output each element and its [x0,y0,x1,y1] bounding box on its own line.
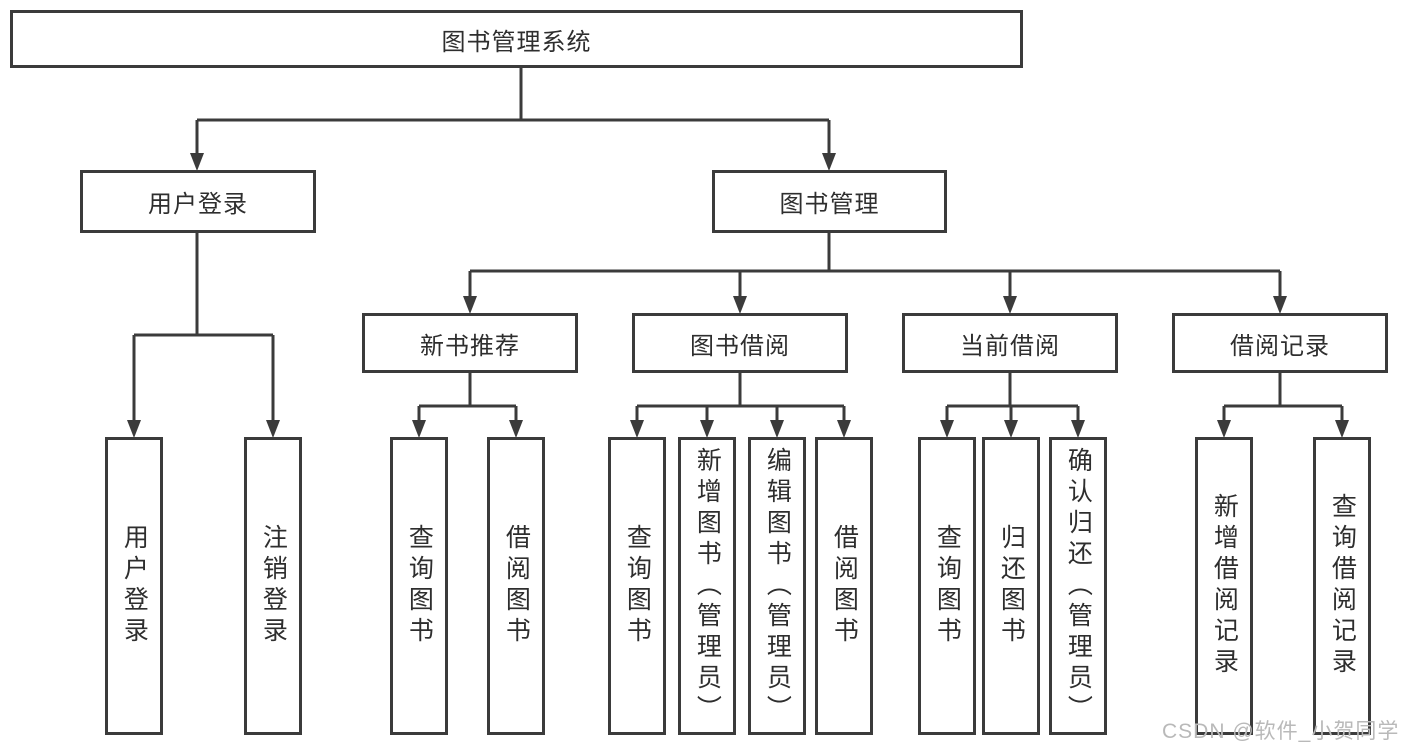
arrowhead [770,420,784,438]
connector-current-to-leaves [945,373,1080,424]
arrowhead [940,420,954,438]
node-label: 编辑图书（管理员） [763,446,792,726]
node-book-management-branch: 图书管理 [712,170,947,233]
node-label: 图书借阅 [690,332,790,360]
connector-userlogin-to-leaves [132,233,275,424]
node-recommend-query-books: 查询图书 [390,437,448,735]
node-borrow-borrow-books: 借阅图书 [815,437,873,735]
node-borrow-add-books-admin: 新增图书（管理员） [678,437,736,735]
node-borrowing-records: 借阅记录 [1172,313,1388,373]
node-label: 当前借阅 [960,332,1060,360]
node-label: 借阅图书 [502,524,531,648]
arrowhead [509,420,523,438]
connector-borrow-to-leaves [635,373,846,424]
arrowhead [1273,296,1287,314]
node-borrow-query-books: 查询图书 [608,437,666,735]
node-label: 注销登录 [259,524,288,648]
arrowhead [266,420,280,438]
connector-records-to-leaves [1222,373,1344,424]
node-label: 归还图书 [997,524,1026,648]
connector-bookmgmt-to-level3 [468,233,1282,300]
connector-root-to-level2 [195,68,831,158]
node-label: 用户登录 [120,524,149,648]
node-records-add-record: 新增借阅记录 [1195,437,1253,735]
arrowhead [463,296,477,314]
node-borrow-edit-books-admin: 编辑图书（管理员） [748,437,806,735]
arrowhead [1217,420,1231,438]
node-current-borrowing: 当前借阅 [902,313,1118,373]
node-current-query-books: 查询图书 [918,437,976,735]
node-label: 新书推荐 [420,332,520,360]
node-label: 查询图书 [405,524,434,648]
arrowhead [630,420,644,438]
arrowhead [1335,420,1349,438]
node-label: 确认归还（管理员） [1064,446,1093,726]
node-label: 图书管理 [779,191,880,218]
node-label: 用户登录 [148,191,248,218]
csdn-watermark: CSDN @软件_小贺同学 [1162,720,1400,743]
node-label: 借阅记录 [1230,332,1330,360]
arrowhead [1004,420,1018,438]
arrowhead [1071,420,1085,438]
node-label: 查询图书 [933,524,962,648]
node-label: 借阅图书 [830,524,859,648]
arrowhead [733,296,747,314]
node-label: 图书管理系统 [441,28,592,56]
arrowhead [822,153,836,171]
node-user-login-branch: 用户登录 [80,170,316,233]
arrowhead [837,420,851,438]
node-logout: 注销登录 [244,437,302,735]
connector-recommend-to-leaves [417,373,518,424]
node-records-query-record: 查询借阅记录 [1313,437,1371,735]
arrowhead [412,420,426,438]
arrowhead [190,153,204,171]
node-current-return-books: 归还图书 [982,437,1040,735]
arrowhead [1003,296,1017,314]
node-new-book-recommend: 新书推荐 [362,313,578,373]
node-book-borrowing: 图书借阅 [632,313,848,373]
arrowheads [127,153,1349,438]
node-label: 新增借阅记录 [1210,493,1239,679]
arrowhead [127,420,141,438]
node-recommend-borrow-books: 借阅图书 [487,437,545,735]
node-label: 查询借阅记录 [1328,493,1357,679]
node-label: 新增图书（管理员） [693,446,722,726]
node-label: 查询图书 [623,524,652,648]
node-book-management-system: 图书管理系统 [10,10,1023,68]
node-current-confirm-return-admin: 确认归还（管理员） [1049,437,1107,735]
node-user-login-leaf: 用户登录 [105,437,163,735]
arrowhead [700,420,714,438]
